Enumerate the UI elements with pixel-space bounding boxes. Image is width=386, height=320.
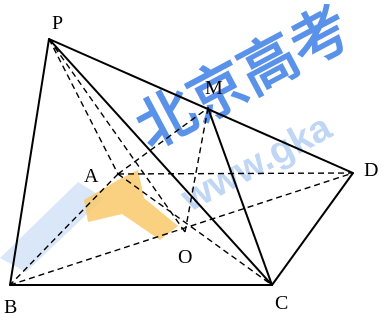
edge-PC: [48, 38, 273, 286]
label-M: M: [205, 77, 223, 99]
edge-AM: [117, 107, 209, 175]
label-C: C: [275, 292, 288, 314]
edge-AD: [117, 172, 354, 175]
edge-AC: [117, 173, 273, 286]
edge-AB: [9, 173, 119, 286]
edge-BD: [9, 172, 354, 286]
label-D: D: [364, 159, 378, 181]
watermark-swoosh-left: [0, 182, 104, 272]
hidden-edges: [9, 38, 354, 286]
edge-MC: [207, 107, 273, 286]
label-P: P: [52, 12, 63, 34]
watermark-chevron: [84, 170, 178, 240]
edge-PD: [48, 38, 354, 174]
vertex-labels: P M A D O B C: [4, 12, 378, 318]
edge-PB: [9, 38, 50, 286]
label-B: B: [4, 296, 17, 318]
visible-edges: [9, 38, 354, 286]
edge-CD: [271, 172, 354, 286]
edge-PA: [48, 38, 119, 175]
edge-MO: [184, 107, 209, 233]
label-A: A: [84, 165, 99, 187]
label-O: O: [178, 246, 192, 268]
